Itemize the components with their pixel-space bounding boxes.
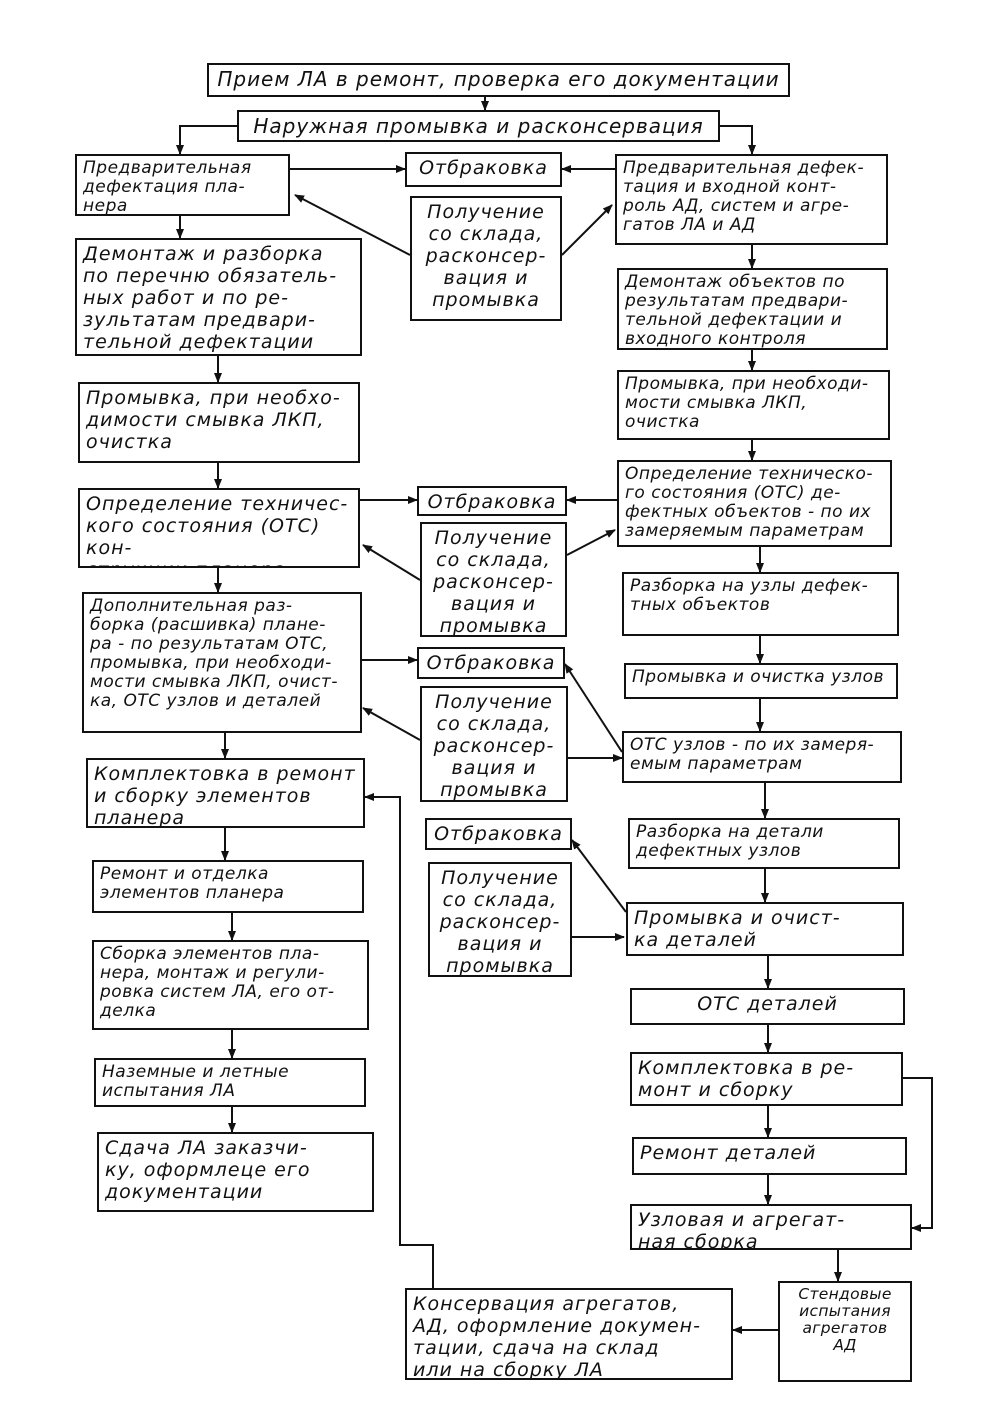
dismantle-obj-box: Демонтаж объектов по результатам предвар… [617, 268, 888, 350]
unit-assembly-box: Узловая и агрегат- ная сборка [630, 1204, 912, 1250]
conservation-box: Консервация агрегатов, АД, оформление до… [405, 1288, 733, 1380]
arrow-conservation-to-kit-frame [364, 793, 434, 1288]
supply-box-1: Получение со склада, расконсер- вация и … [410, 196, 562, 321]
disassembly-parts-box: Разборка на детали дефектных узлов [628, 818, 900, 869]
arrow-wash-parts-to-reject [571, 839, 627, 913]
arrow-supply2-to-ots-obj [566, 529, 616, 556]
repair-frame-box: Ремонт и отделка элементов планера [92, 860, 364, 913]
prelim-engine-box: Предварительная дефек- тация и входной к… [615, 154, 888, 245]
extra-disassembly-box: Дополнительная раз- борка (расшивка) пла… [82, 592, 362, 733]
supply-box-4: Получение со склада, расконсер- вация и … [428, 862, 572, 977]
reject-box-3: Отбраковка [417, 647, 565, 679]
wash-obj-box: Промывка, при необходи- мости смывка ЛКП… [617, 370, 890, 440]
bench-tests-box: Стендовые испытания агрегатов АД [778, 1281, 912, 1382]
arrow-supply2-to-ots-frame [362, 544, 421, 581]
arrow-wash-to-prelim-engine [720, 125, 756, 155]
arrow-supply1-to-frame [294, 194, 411, 256]
arrow-supply3-to-extra [362, 707, 421, 741]
ots-obj-box: Определение техническо- го состояния (ОТ… [617, 460, 892, 547]
supply-box-2: Получение со склада, расконсер- вация и … [420, 522, 567, 637]
disassembly-units-box: Разборка на узлы дефек- тных объектов [622, 572, 899, 636]
ots-parts-box: ОТС деталей [630, 988, 905, 1025]
tests-box: Наземные и летные испытания ЛА [94, 1058, 366, 1107]
arrow-kit-to-assembly-bypass [903, 1077, 933, 1232]
kit-parts-box: Комплектовка в ре- монт и сборку [630, 1052, 903, 1106]
ots-frame-box: Определение техничес- кого состояния (ОТ… [78, 488, 360, 568]
arrow-wash-to-prelim-frame [176, 125, 237, 155]
arrow-supply1-to-engine [561, 204, 613, 256]
repair-parts-box: Ремонт деталей [632, 1137, 907, 1175]
prelim-frame-box: Предварительная дефектация пла- нера [75, 154, 290, 216]
wash-top-box: Наружная промывка и расконсервация [237, 110, 720, 142]
dismantle-frame-box: Демонтаж и разборка по перечню обязатель… [75, 238, 362, 356]
reject-box-2: Отбраковка [417, 486, 567, 516]
reject-box-1: Отбраковка [405, 152, 562, 187]
wash-units-box: Промывка и очистка узлов [624, 663, 898, 699]
delivery-box: Сдача ЛА заказчи- ку, оформлеце его доку… [97, 1132, 374, 1212]
receive-box: Прием ЛА в ремонт, проверка его документ… [207, 63, 790, 97]
wash-parts-box: Промывка и очист- ка деталей [626, 902, 904, 956]
wash-frame-box: Промывка, при необхо- димости смывка ЛКП… [78, 382, 360, 463]
arrow-ots-units-to-reject [564, 663, 623, 753]
assembly-frame-box: Сборка элементов пла- нера, монтаж и рег… [92, 940, 369, 1030]
reject-box-4: Отбраковка [425, 818, 572, 850]
supply-box-3: Получение со склада, расконсер- вация и … [420, 686, 568, 802]
ots-units-box: ОТС узлов - по их замеря- емым параметра… [622, 731, 902, 783]
kit-frame-box: Комплектовка в ремонт и сборку элементов… [86, 758, 365, 828]
